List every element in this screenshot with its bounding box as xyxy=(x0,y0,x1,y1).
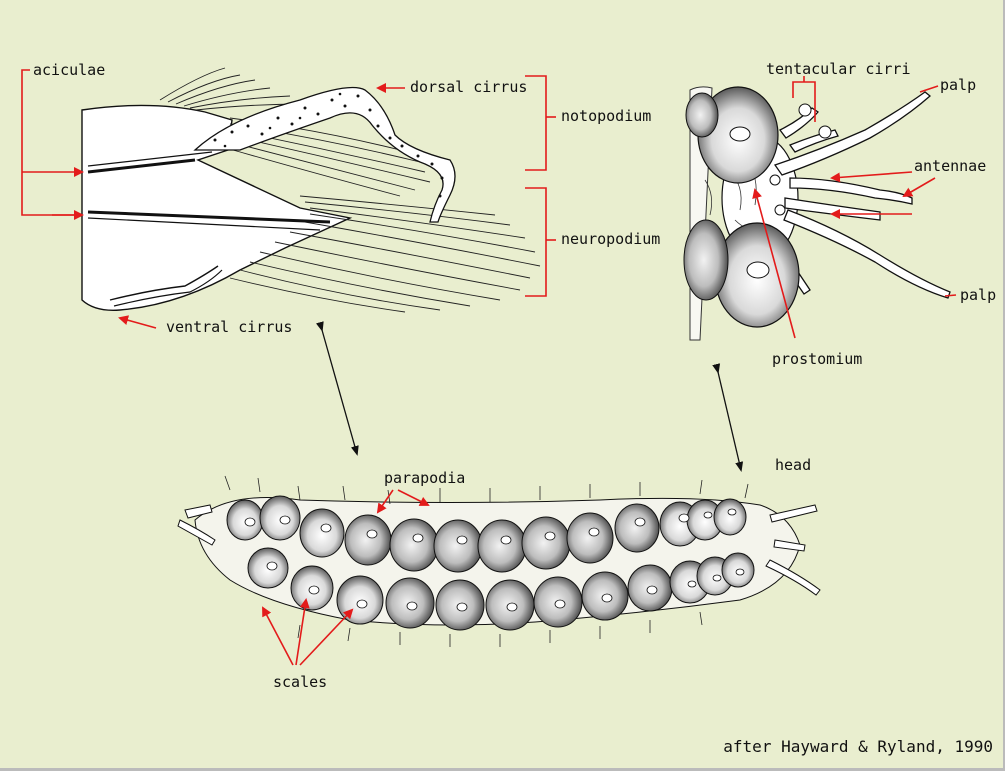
palp-top-arrow xyxy=(919,85,939,93)
scales-arrow-2 xyxy=(295,598,310,666)
callouts xyxy=(21,69,957,666)
notopodium-bracket xyxy=(525,75,547,171)
head-link-arrow xyxy=(712,363,744,472)
label-tentacular-cirri: tentacular cirri xyxy=(766,60,911,78)
prostomium-arrow xyxy=(752,188,796,339)
parapodium-link-arrow xyxy=(315,321,359,456)
parapodium-drawing xyxy=(81,67,541,313)
neuropodium-bracket xyxy=(525,187,547,297)
label-head: head xyxy=(775,456,812,474)
antennae-arrow-2 xyxy=(902,177,936,198)
label-ventral-cirrus: ventral cirrus xyxy=(166,318,293,336)
parapodia-arrow-1 xyxy=(376,489,394,514)
label-antennae: antennae xyxy=(914,157,987,175)
label-neuropodium: neuropodium xyxy=(561,230,661,248)
label-scales: scales xyxy=(273,673,328,691)
parapodia-arrow-2 xyxy=(397,489,430,506)
label-palp-bottom: palp xyxy=(960,286,997,304)
antennae-arrow-1 xyxy=(830,171,913,183)
label-prostomium: prostomium xyxy=(772,350,863,368)
label-dorsal-cirrus: dorsal cirrus xyxy=(410,78,528,96)
credit-line: after Hayward & Ryland, 1990 xyxy=(723,737,993,756)
ventral-cirrus-arrow xyxy=(118,315,157,329)
label-parapodia: parapodia xyxy=(384,469,466,487)
scales-arrow-3 xyxy=(299,608,354,666)
worm-drawing xyxy=(177,475,821,647)
label-aciculae: aciculae xyxy=(33,61,106,79)
link-arrows xyxy=(315,321,744,472)
label-notopodium: notopodium xyxy=(561,107,652,125)
aciculae-bracket xyxy=(21,69,80,216)
scales-arrow-1 xyxy=(262,606,294,666)
label-palp-top: palp xyxy=(940,76,977,94)
palp-bottom-arrow xyxy=(944,294,957,297)
